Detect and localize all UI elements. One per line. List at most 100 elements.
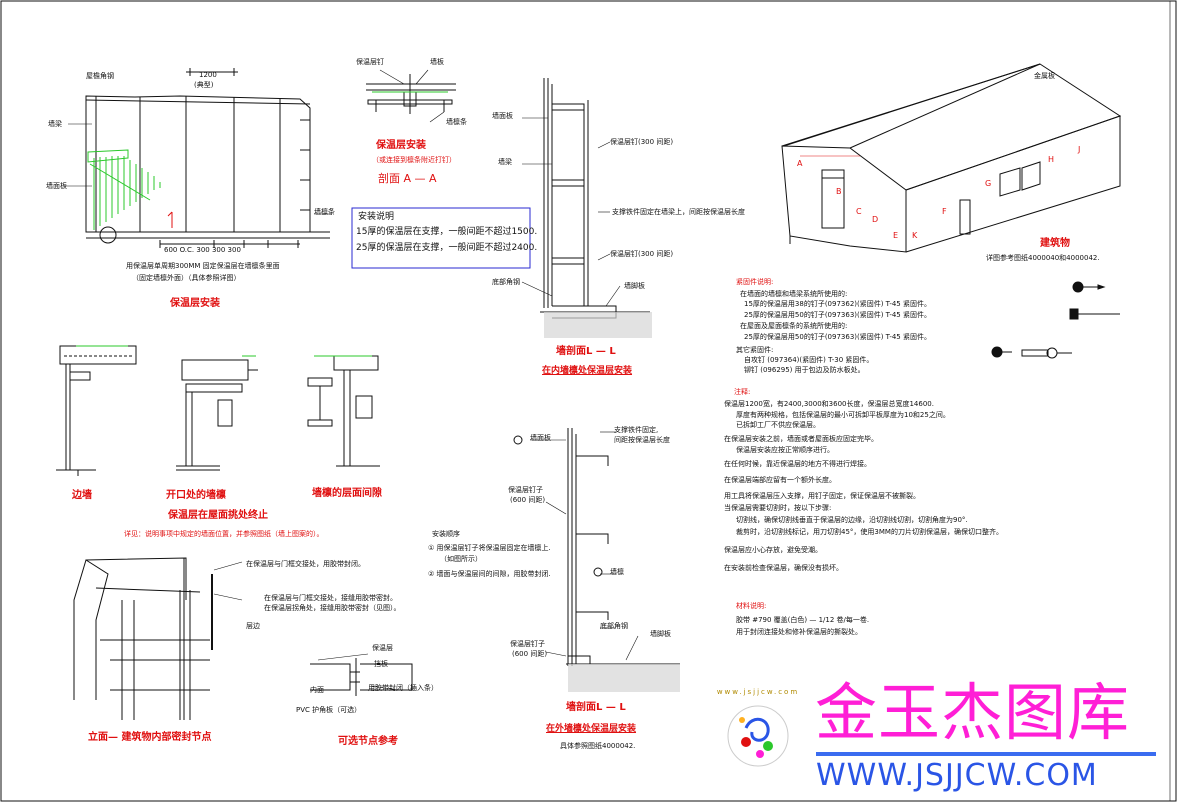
building-label-1: 金属板	[1034, 72, 1055, 80]
note-2b: 保温层安装应按正常顺序进行。	[736, 446, 834, 454]
interior-label-3: 保温层钉(300 间距)	[610, 138, 674, 146]
label-wall-purlin: 墙檩条	[314, 208, 335, 216]
exterior-label-3b: (600 间距)	[512, 650, 548, 658]
note-box-title: 安装说明	[358, 212, 395, 222]
fastener-2: 15厚的保温层用38的钉子(097362)(紧固件) T-45 紧固件。	[744, 300, 931, 308]
note-box-1: 15厚的保温层在支撑，一般间距不超过1500.	[356, 227, 538, 237]
sec-a-sub: （或连接到檩条附近打钉）	[372, 156, 456, 164]
svg-text:B: B	[836, 187, 842, 196]
dim-1200: 1200	[199, 71, 217, 79]
exterior-label-5: 墙脚板	[650, 630, 671, 638]
note-300: 用保温层单周期300MM 固定保温层在墙檩条里面	[126, 262, 280, 270]
seal-3: 在保温层拐角处，接缝用胶带密封（见图）。	[264, 604, 401, 612]
note-300b: （固定墙檩外面）（具体参照详图）	[132, 274, 241, 282]
material-2: 用于封闭连接处和修补保温层的撕裂处。	[736, 628, 862, 636]
optional-node	[310, 653, 413, 696]
svg-text:E: E	[893, 231, 898, 240]
install-notes-box	[351, 207, 531, 269]
interior-label-4: 支撑铁件固定在墙梁上，间距按保温层长度	[612, 208, 745, 216]
exterior-label-6: 墙檩	[610, 568, 624, 576]
interior-label-6: 底部角钢	[492, 278, 520, 286]
note-box-2: 25厚的保温层在支撑，一般间距不超过2400.	[356, 243, 538, 253]
watermark-ring-text: www.jsjjcw.com	[716, 688, 800, 696]
svg-text:K: K	[912, 231, 918, 240]
fastener-4: 在屋面及屋面檩条的系统所使用的:	[740, 322, 848, 330]
steps-2: ② 墙面与保温层间的间隙，用胶带封闭.	[428, 570, 551, 578]
building-ref: 详图参考图纸4000040和4000042.	[986, 254, 1100, 262]
vent-1: 保温层	[372, 644, 393, 652]
exterior-ground-hatch	[568, 664, 680, 692]
vent-3: 内面	[310, 686, 324, 694]
notes-title: 注释:	[734, 388, 751, 396]
seal-4: 层边	[246, 622, 260, 630]
label-edge-trim: 屋檐角钢	[86, 72, 114, 80]
building-title: 建筑物	[1040, 238, 1070, 249]
fastener-8: 铆钉 (096295) 用于包边及防水板处。	[744, 366, 865, 374]
interior-sub: 在内墙檩处保温层安装	[542, 366, 633, 376]
exterior-label-7: 支撑铁件固定,	[614, 426, 659, 434]
exterior-sub: 在外墙檩处保温层安装	[546, 724, 637, 734]
svg-text:A: A	[797, 159, 803, 168]
sec-a-title: 保温层安装	[376, 140, 426, 151]
label-wall-beam: 墙梁	[48, 120, 62, 128]
svg-text:J: J	[1077, 145, 1080, 154]
exterior-label-7b: 间距按保温层长度	[614, 436, 670, 444]
watermark-chinese: 金玉杰图库	[815, 676, 1131, 749]
seal-2: 在保温层与门框交接处，接缝用胶带密封。	[264, 594, 397, 602]
note-6c: 裁剪时，沿切割线标记，用刀切割45°，使用3MM的刀片切割保温层，确保切口整齐。	[736, 528, 1003, 536]
exterior-title: 墙剖面L — L	[566, 702, 626, 713]
details-green	[76, 345, 372, 357]
interior-label-7: 墙脚板	[624, 282, 645, 290]
sealing-elevation	[73, 557, 243, 720]
material-1: 胶带 #790 覆盖(白色) — 1/12 卷/每一卷.	[736, 616, 870, 624]
note-1b: 厚度有两种规格，包括保温层的最小可拆卸平板厚度为10和25之间。	[736, 411, 950, 419]
note-6b: 切割线，确保切割线垂直于保温层的边缘，沿切割线切割，切割角度为90°.	[736, 516, 968, 524]
interior-label-5: 保温层钉(300 间距)	[610, 250, 674, 258]
svg-text:G: G	[985, 179, 991, 188]
steps-1: ① 用保温层钉子将保温层固定在墙檩上.	[428, 544, 551, 552]
exterior-label-3: 保温层钉子	[510, 640, 545, 648]
sec-a-label3: 墙檩条	[446, 118, 467, 126]
opening-detail	[176, 359, 258, 471]
exterior-label-1: 墙面板	[530, 434, 551, 442]
building-isometric	[781, 63, 1122, 253]
fastener-6: 其它紧固件:	[736, 346, 774, 354]
vent-4: 用胶带封闭（插入条）	[368, 684, 438, 692]
detail-note: 详见：说明事项中规定的墙面位置，并参照图纸（墙上图案的）。	[124, 530, 324, 538]
detail-2: 开口处的墙檩	[166, 490, 226, 501]
detail-1: 边墙	[72, 490, 92, 501]
vent-2: 挡板	[374, 660, 388, 668]
seal-1: 在保温层与门框交接处，用胶带封闭。	[246, 560, 365, 568]
watermark-logo	[706, 684, 810, 788]
label-wall-panel: 墙面板	[46, 182, 67, 190]
note-6: 当保温层需要切割时，按以下步骤:	[724, 504, 832, 512]
detail-title: 保温层在屋面挑处终止	[168, 510, 268, 521]
purlin-gap-detail	[307, 355, 380, 467]
section-arrow-a	[167, 211, 173, 228]
edge-wall-detail	[56, 345, 137, 476]
note-3: 在任何时候，靠近保温层的地方不得进行焊接。	[724, 460, 871, 468]
interior-label-2: 墙梁	[498, 158, 512, 166]
detail-3: 墙檩的层面间隙	[312, 488, 382, 499]
exterior-label-4: 底部角钢	[600, 622, 628, 630]
fastener-5: 25厚的保温层用50的钉子(097363)(紧固件) T-45 紧固件。	[744, 333, 931, 341]
sec-a-label2: 墙板	[430, 58, 444, 66]
section-a-a	[366, 69, 456, 123]
note-7: 保温层应小心存放，避免受潮。	[724, 546, 822, 554]
vent-title: 可选节点参考	[338, 736, 398, 747]
steps-title: 安装顺序	[432, 530, 460, 538]
note-8: 在安装前检查保温层，确保没有损坏。	[724, 564, 843, 572]
fastener-1: 在墙面的墙檩和墙梁系统所使用的:	[740, 290, 848, 298]
insulation-highlight	[87, 149, 161, 230]
watermark-url: WWW.JSJJCW.COM	[816, 758, 1098, 793]
interior-label-1: 墙面板	[492, 112, 513, 120]
svg-text:C: C	[856, 207, 862, 216]
note-4: 在保温层端部应留有一个额外长度。	[724, 476, 836, 484]
exterior-label-2b: (600 间距)	[510, 496, 546, 504]
interior-ground-hatch	[544, 312, 652, 338]
svg-text:F: F	[942, 207, 947, 216]
exterior-ref: 具体参照图纸4000042.	[560, 742, 636, 750]
building-markers: AB CD EF GH JK	[797, 145, 1080, 240]
exterior-label-2: 保温层钉子	[508, 486, 543, 494]
